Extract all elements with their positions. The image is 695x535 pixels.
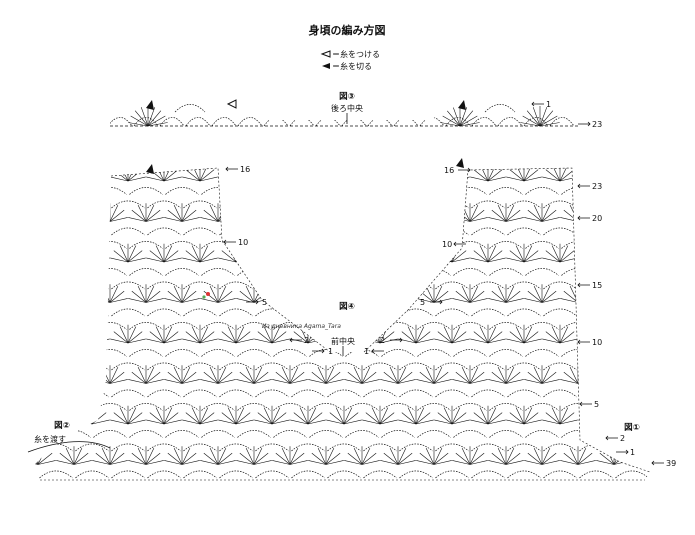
row-marker: 1 — [364, 347, 384, 356]
svg-text:20: 20 — [592, 214, 602, 223]
row-marker: 10 — [577, 338, 602, 347]
legend: ＝糸をつける ＝糸を切る — [320, 49, 380, 71]
fig1-label: 図① — [624, 423, 640, 433]
svg-text:23: 23 — [592, 120, 602, 129]
svg-text:39: 39 — [666, 459, 676, 468]
svg-text:10: 10 — [442, 240, 452, 249]
svg-text:2: 2 — [380, 336, 385, 345]
row-marker: 2 — [605, 434, 625, 443]
svg-text:5: 5 — [420, 298, 425, 307]
diagram-title: 身頃の編み方図 — [309, 23, 386, 37]
front-center-label: 前中央 — [331, 336, 355, 346]
row-marker: 16 — [444, 166, 471, 175]
row-marker: 16 — [225, 165, 250, 174]
row-marker: 10 — [223, 238, 248, 247]
svg-text:10: 10 — [238, 238, 248, 247]
row-marker: 1 — [312, 347, 333, 356]
svg-text:10: 10 — [592, 338, 602, 347]
open-triangle-icon — [320, 50, 331, 58]
row-marker: 1 — [616, 448, 635, 457]
row-marker: 1 — [531, 100, 551, 109]
legend-attach-label: ＝糸をつける — [332, 49, 380, 59]
svg-text:1: 1 — [630, 448, 635, 457]
row-marker: 2 — [380, 336, 403, 345]
row-marker: 2 — [289, 336, 309, 345]
row-marker: 5 — [579, 400, 599, 409]
row-marker: 10 — [442, 240, 466, 249]
svg-text:1: 1 — [546, 100, 551, 109]
fig3-label: 図③ — [339, 92, 355, 102]
row-marker: 5 — [420, 298, 443, 307]
cut-marker-icon — [146, 164, 154, 174]
attach-marker-icon — [226, 99, 237, 109]
filled-triangle-icon — [322, 63, 330, 69]
cut-marker-icon — [146, 100, 154, 110]
svg-text:5: 5 — [594, 400, 599, 409]
row-marker: 23 — [578, 120, 602, 129]
stitch-marker-green — [202, 295, 206, 299]
row-marker: 23 — [577, 182, 602, 191]
cut-marker-icon — [456, 158, 464, 168]
svg-text:5: 5 — [262, 298, 267, 307]
svg-text:16: 16 — [240, 165, 250, 174]
row-marker: 20 — [577, 214, 602, 223]
svg-text:1: 1 — [328, 347, 333, 356]
legend-cut-label: ＝糸を切る — [332, 61, 372, 71]
row-marker: 5 — [246, 298, 267, 307]
svg-text:1: 1 — [364, 347, 369, 356]
carried-yarn-line — [27, 441, 111, 453]
back-center-label: 後ろ中央 — [331, 103, 363, 113]
fig4-label: 図④ — [339, 302, 355, 312]
row-markers: 1 23 16 10 5 2 1 16 10 5 2 1 23 20 15 10… — [223, 100, 676, 468]
stitch-marker-red — [206, 292, 210, 296]
row-marker: 39 — [651, 459, 676, 468]
body-outline — [40, 167, 651, 481]
body-pattern — [35, 168, 650, 479]
svg-text:2: 2 — [304, 336, 309, 345]
credit-text: Из дневника Agama_Tara — [262, 323, 341, 330]
svg-text:23: 23 — [592, 182, 602, 191]
carry-yarn-label: 糸を渡す — [34, 434, 66, 444]
svg-text:16: 16 — [444, 166, 454, 175]
row-marker: 15 — [577, 281, 602, 290]
back-center-pattern — [110, 104, 575, 127]
fig2-label: 図② — [54, 421, 70, 431]
svg-text:2: 2 — [620, 434, 625, 443]
svg-text:15: 15 — [592, 281, 602, 290]
cut-marker-icon — [458, 100, 466, 110]
